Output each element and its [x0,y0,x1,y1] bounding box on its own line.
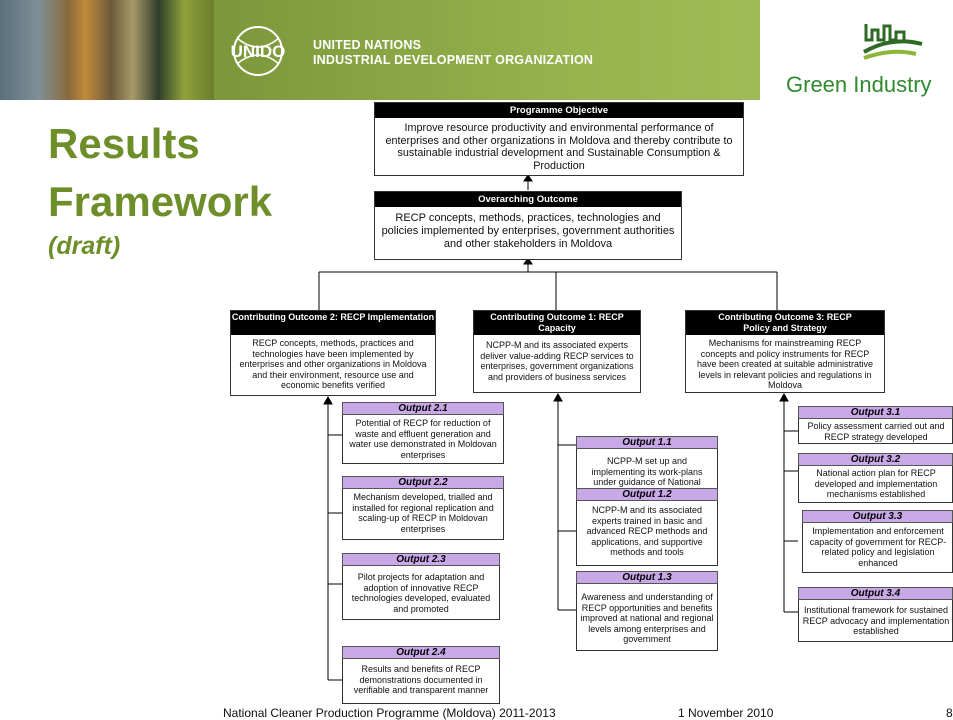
output-3-1-text: Policy assessment carried out and RECP s… [807,421,945,442]
output-3-4-label: Output 3.4 [798,587,953,600]
programme-objective-header: Programme Objective [375,103,743,118]
output-1-2-label: Output 1.2 [576,488,718,501]
output-2-1-text: Potential of RECP for reduction of waste… [349,418,497,460]
output-3-4-text: Institutional framework for sustained RE… [802,605,950,637]
org-name-line1: UNITED NATIONS [313,38,422,52]
output-3-3-text: Implementation and enforcement capacity … [809,526,947,568]
output-3-3-box: Output 3.3 Implementation and enforcemen… [802,510,953,573]
output-2-1-label: Output 2.1 [342,402,504,415]
footer-programme: National Cleaner Production Programme (M… [223,706,556,720]
output-1-3-text: Awareness and understanding of RECP oppo… [580,592,714,645]
programme-objective-box: Programme Objective Improve resource pro… [374,102,744,176]
output-1-1-label: Output 1.1 [576,436,718,449]
output-1-3-box: Output 1.3 Awareness and understanding o… [576,571,718,651]
overarching-outcome-text: RECP concepts, methods, practices, techn… [381,212,675,250]
output-3-2-label: Output 3.2 [798,453,953,466]
green-industry-icon [863,24,923,60]
output-1-2-box: Output 1.2 NCPP-M and its associated exp… [576,488,718,566]
output-2-4-box: Output 2.4 Results and benefits of RECP … [342,646,500,704]
output-1-2-text: NCPP-M and its associated experts traine… [586,505,708,558]
output-2-2-text: Mechanism developed, trialled and instal… [352,492,494,534]
org-name-line2: INDUSTRIAL DEVELOPMENT ORGANIZATION [313,53,594,67]
unido-logo: UNIDO [231,26,286,76]
outcome-1-text: NCPP-M and its associated experts delive… [480,340,634,382]
output-2-2-box: Output 2.2 Mechanism developed, trialled… [342,476,504,540]
brand-name: Green Industry [786,72,932,97]
output-2-1-box: Output 2.1 Potential of RECP for reducti… [342,402,504,464]
page-title-line2: Framework [48,178,273,225]
output-3-1-label: Output 3.1 [798,406,953,419]
output-2-2-label: Output 2.2 [342,476,504,489]
output-1-3-label: Output 1.3 [576,571,718,584]
page-number: 8 [946,706,953,720]
unido-logo-text: UNIDO [231,42,286,61]
output-3-1-box: Output 3.1 Policy assessment carried out… [798,406,953,444]
output-3-2-text: National action plan for RECP developed … [814,468,938,500]
programme-objective-text: Improve resource productivity and enviro… [385,122,733,173]
outcome-3-text: Mechanisms for mainstreaming RECP concep… [696,338,874,391]
outcome-3-box: Contributing Outcome 3: RECP Policy and … [685,310,885,393]
outcome-2-header: Contributing Outcome 2: RECP Implementat… [231,311,435,335]
output-2-4-label: Output 2.4 [342,646,500,659]
outcome-2-text: RECP concepts, methods, practices and te… [239,338,427,391]
banner-logo-area [760,0,953,112]
page-title-line1: Results [48,120,200,167]
output-3-2-box: Output 3.2 National action plan for RECP… [798,453,953,503]
output-2-3-box: Output 2.3 Pilot projects for adaptation… [342,553,500,620]
overarching-outcome-box: Overarching Outcome RECP concepts, metho… [374,191,682,260]
output-2-3-label: Output 2.3 [342,553,500,566]
outcome-1-header: Contributing Outcome 1: RECP Capacity [474,311,640,335]
overarching-outcome-header: Overarching Outcome [375,192,681,207]
outcome-2-box: Contributing Outcome 2: RECP Implementat… [230,310,436,396]
output-2-3-text: Pilot projects for adaptation and adopti… [351,572,491,614]
footer-date: 1 November 2010 [678,706,774,720]
outcome-3-header: Contributing Outcome 3: RECP Policy and … [686,311,884,335]
banner-photo [0,0,214,100]
output-3-4-box: Output 3.4 Institutional framework for s… [798,587,953,642]
output-2-4-text: Results and benefits of RECP demonstrati… [353,664,489,696]
outcome-1-box: Contributing Outcome 1: RECP Capacity NC… [473,310,641,393]
output-3-3-label: Output 3.3 [802,510,953,523]
page-title-draft: (draft) [48,232,121,260]
